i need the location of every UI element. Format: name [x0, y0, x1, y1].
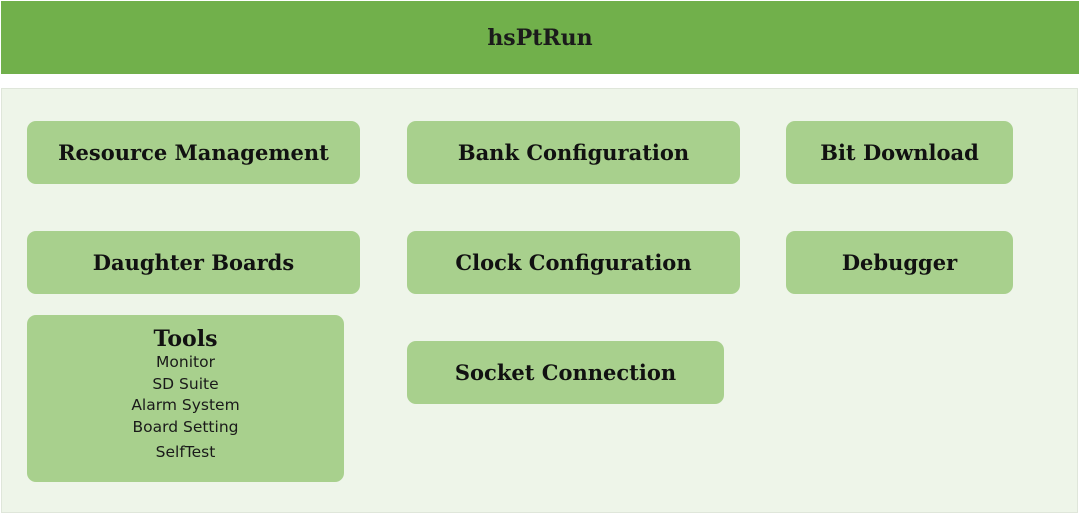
- clock-configuration-box[interactable]: Clock Configuration: [407, 231, 740, 294]
- daughter-boards-box[interactable]: Daughter Boards: [27, 231, 360, 294]
- tools-title: Tools: [153, 326, 218, 352]
- socket-connection-label: Socket Connection: [454, 360, 677, 385]
- bank-configuration-box[interactable]: Bank Configuration: [407, 121, 740, 184]
- socket-connection-box[interactable]: Socket Connection: [407, 341, 724, 404]
- resource-management-box[interactable]: Resource Management: [27, 121, 360, 184]
- clock-configuration-label: Clock Configuration: [455, 250, 692, 275]
- tools-item-selftest[interactable]: SelfTest: [155, 443, 216, 461]
- bank-configuration-label: Bank Configuration: [457, 140, 690, 165]
- tools-box[interactable]: Tools Monitor SD Suite Alarm System Boar…: [27, 315, 344, 482]
- title-bar: hsPtRun: [1, 1, 1079, 74]
- resource-management-label: Resource Management: [58, 140, 329, 165]
- tools-item-sd-suite[interactable]: SD Suite: [152, 374, 219, 393]
- tools-item-monitor[interactable]: Monitor: [156, 353, 215, 371]
- app-title: hsPtRun: [487, 24, 593, 51]
- tools-item-alarm-system[interactable]: Alarm System: [131, 396, 240, 414]
- tools-item-board-setting[interactable]: Board Setting: [132, 417, 239, 436]
- debugger-label: Debugger: [841, 250, 958, 275]
- daughter-boards-label: Daughter Boards: [92, 250, 295, 275]
- bit-download-label: Bit Download: [820, 140, 979, 165]
- debugger-box[interactable]: Debugger: [786, 231, 1013, 294]
- bit-download-box[interactable]: Bit Download: [786, 121, 1013, 184]
- tools-list: Monitor SD Suite Alarm System Board Sett…: [131, 352, 239, 464]
